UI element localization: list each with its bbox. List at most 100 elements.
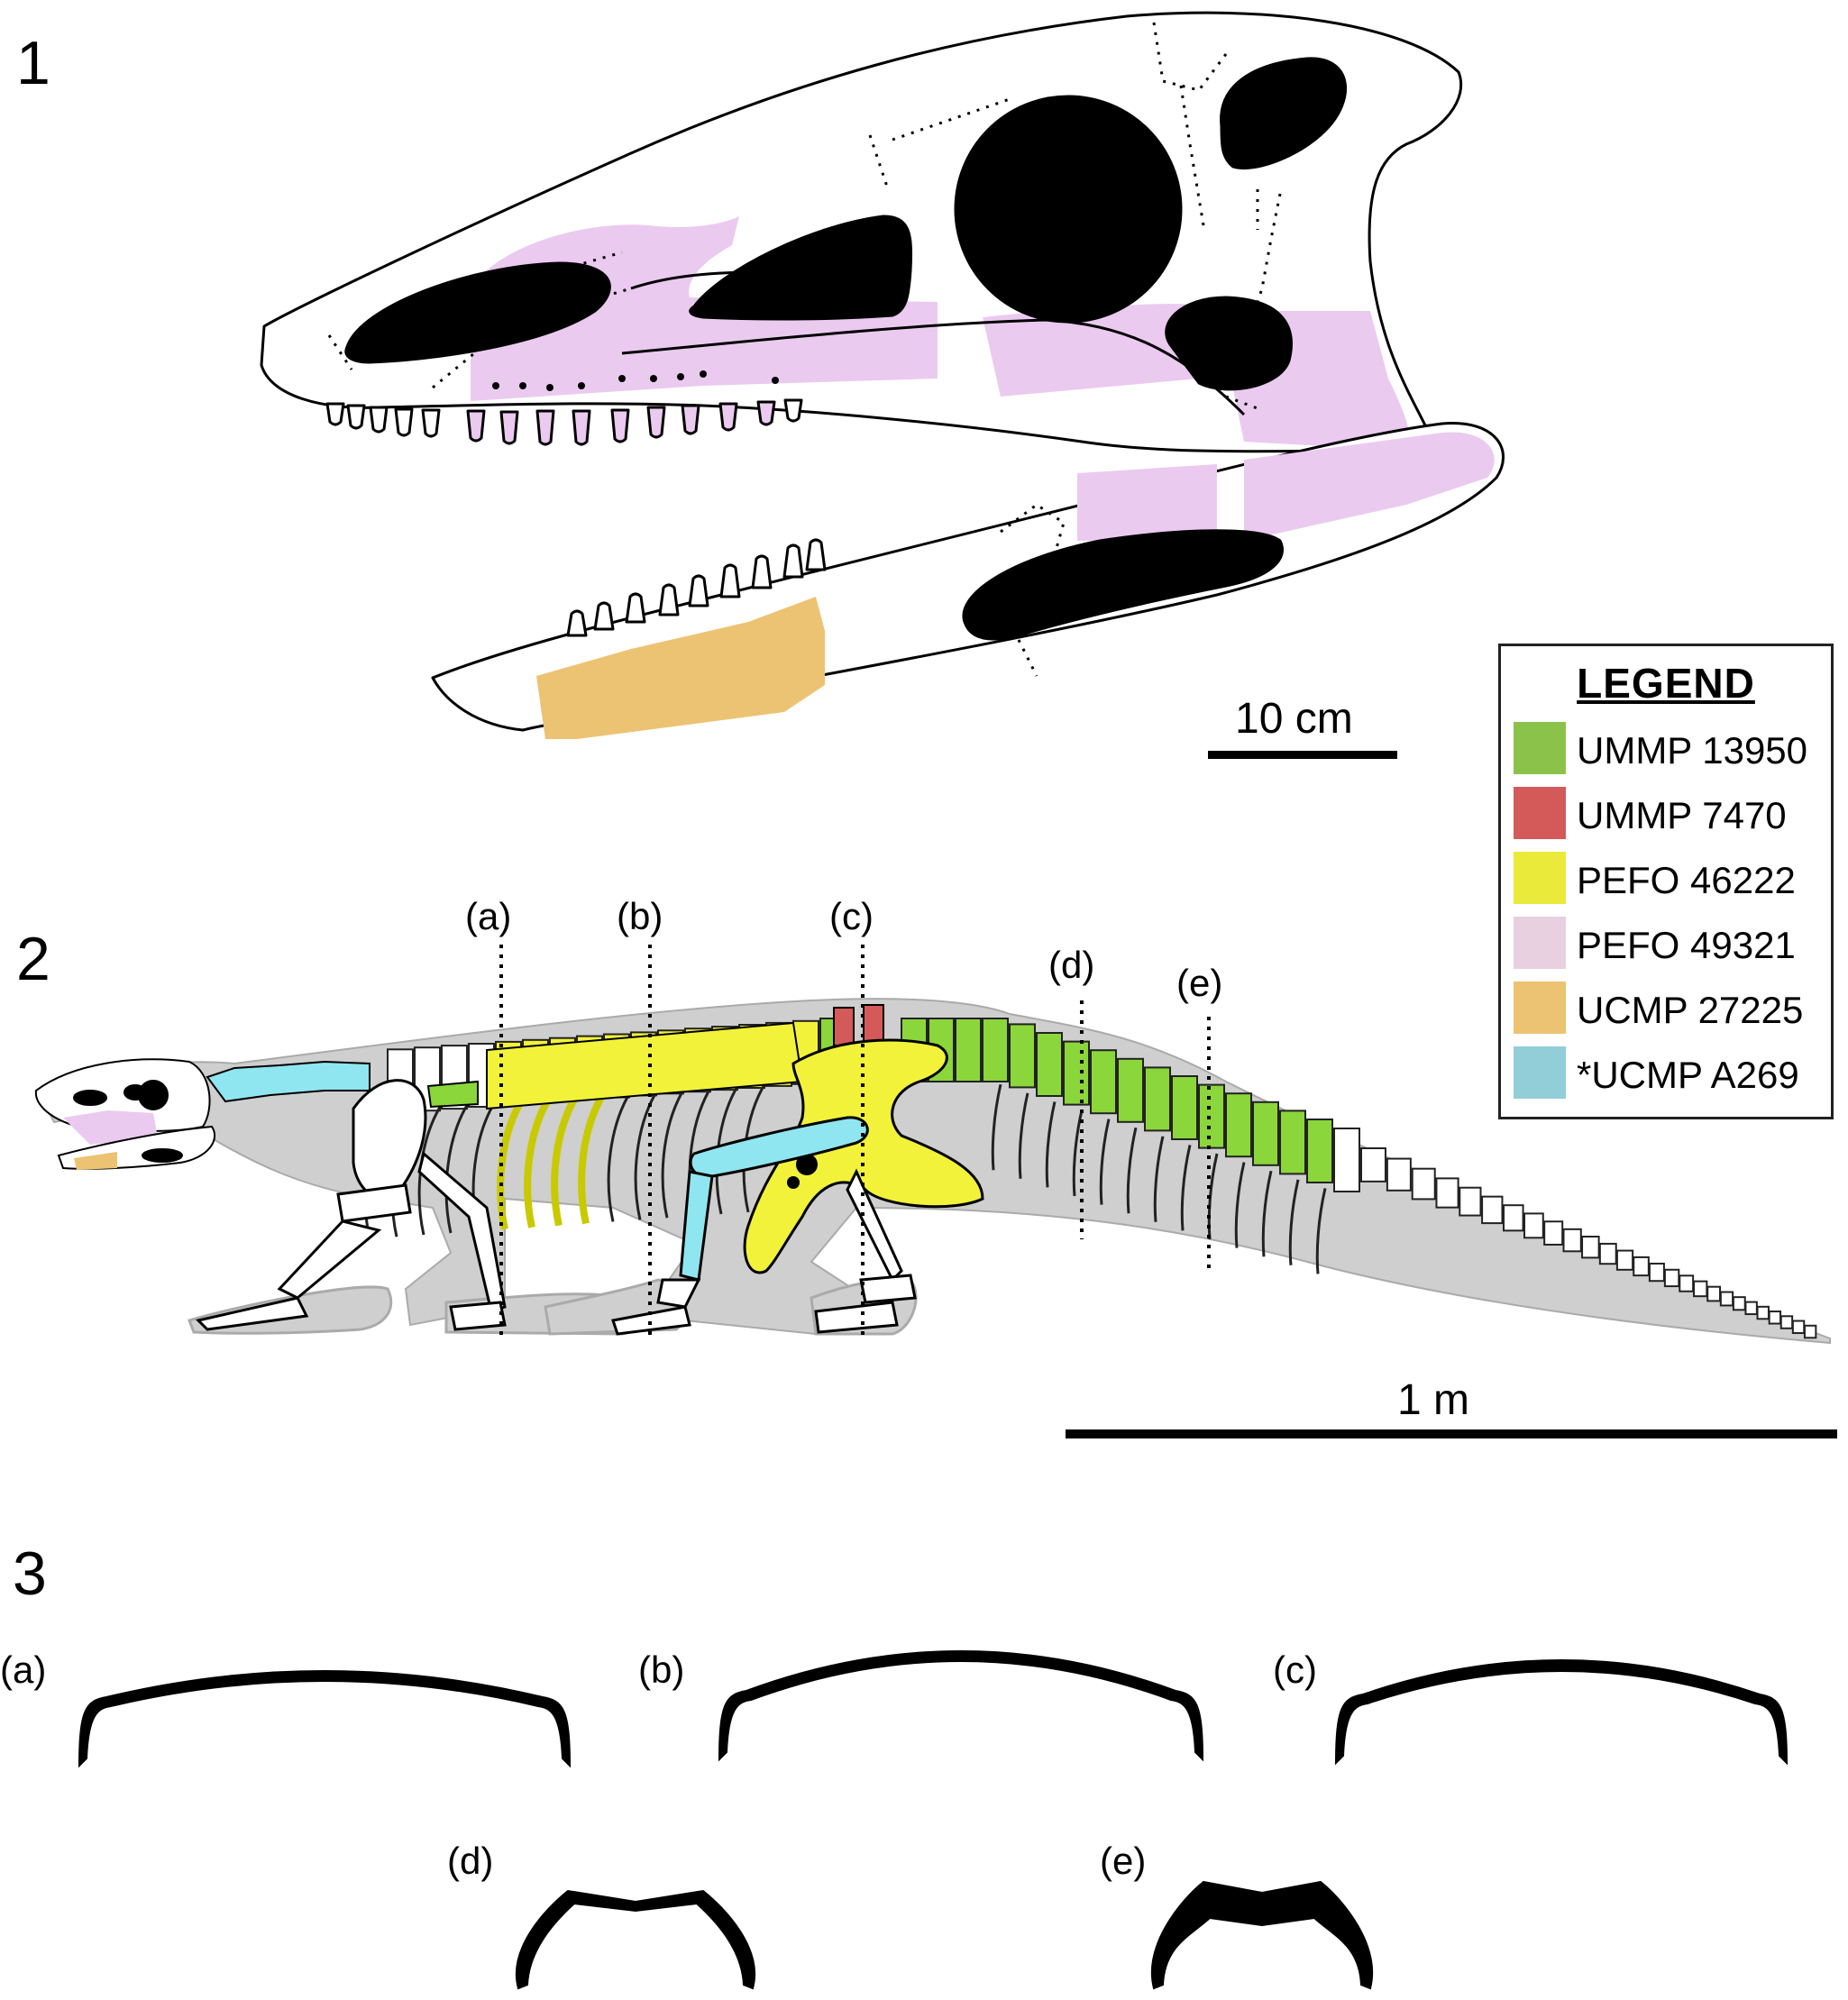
vertebra (1225, 1092, 1252, 1158)
vertebra (1090, 1049, 1117, 1115)
legend-label: UMMP 7470 (1577, 794, 1787, 836)
vertebra (1117, 1057, 1144, 1123)
chevron (1180, 1145, 1192, 1231)
caudal-vertebra (1648, 1262, 1665, 1283)
caudal-vertebra (1756, 1305, 1770, 1320)
caudal-vertebra (1386, 1157, 1412, 1192)
legend-item: *UCMP A269 (1514, 1045, 1829, 1100)
body-scale-label: 1 m (1397, 1376, 1470, 1424)
caudal-vertebra (1360, 1147, 1386, 1183)
upper-tooth (499, 410, 519, 445)
skull-scale-label: 10 cm (1235, 695, 1353, 743)
osteoderm-section (1151, 1880, 1373, 1990)
chevron (991, 1083, 1002, 1171)
lower-tooth (719, 563, 741, 598)
upper-teeth (325, 398, 803, 446)
body-scale-bar (1066, 1429, 1837, 1438)
vertebra (1333, 1128, 1360, 1192)
chevron (1099, 1119, 1111, 1205)
lower-tooth (782, 543, 804, 579)
section-label-c: (c) (1273, 1648, 1317, 1691)
legend-box: LEGEND UMMP 13950 UMMP 7470 PEFO 46222 P… (1498, 644, 1834, 1119)
rib (607, 1090, 633, 1222)
rib (661, 1086, 687, 1219)
hindlimb (611, 1168, 917, 1336)
section-lines (499, 945, 1211, 1338)
lower-teeth (566, 538, 827, 637)
upper-tooth (369, 406, 389, 434)
upper-tooth (681, 404, 700, 435)
legend-label: PEFO 49321 (1577, 924, 1796, 966)
upper-tooth (466, 409, 486, 443)
mandibular-fenestra (962, 529, 1284, 641)
caudal-vertebra (1481, 1195, 1504, 1225)
caudal-vertebra (1502, 1204, 1524, 1232)
panel-1-number: 1 (16, 29, 50, 97)
panel-2-number: 2 (16, 925, 50, 993)
chevron (1261, 1170, 1273, 1257)
foramina (492, 370, 779, 391)
legend-label: UMMP 13950 (1577, 729, 1808, 772)
chevron (1126, 1127, 1138, 1214)
legend-swatch (1514, 917, 1566, 969)
caudal-vertebra (1732, 1296, 1746, 1311)
lower-tooth (625, 592, 646, 624)
chevron (1018, 1092, 1029, 1179)
caudal-vertebra (1679, 1274, 1695, 1292)
forelimb (196, 1079, 507, 1331)
pink-surangular (1244, 432, 1495, 541)
section-label-d: (d) (447, 1840, 494, 1882)
caudal-vertebra (1706, 1285, 1722, 1302)
chevron (1207, 1153, 1219, 1240)
lower-tooth (751, 554, 773, 589)
upper-tooth (572, 409, 591, 446)
vertebra (1252, 1100, 1279, 1166)
upper-tooth (718, 402, 738, 432)
vertebra (1306, 1119, 1333, 1183)
caudal-vertebra (1663, 1268, 1680, 1288)
osteoderm-section (718, 1650, 1204, 1762)
small-skull (34, 1058, 216, 1170)
legend-item: PEFO 49321 (1514, 915, 1829, 971)
caudal-vertebra (1719, 1291, 1734, 1307)
caudal-vertebra (1803, 1324, 1817, 1339)
legend-swatch (1514, 1046, 1566, 1099)
section-label-b: (b) (638, 1648, 685, 1691)
caudal-vertebra (1598, 1242, 1617, 1265)
section-label-e: (e) (1100, 1840, 1147, 1882)
section-label-d-body: (d) (1048, 944, 1095, 986)
section-label-a: (a) (0, 1648, 47, 1691)
legend-item: PEFO 46222 (1514, 850, 1829, 906)
legend-title: LEGEND (1577, 660, 1755, 707)
chevron (1234, 1162, 1246, 1248)
skull-illustration (260, 11, 1505, 739)
caudal-vertebra (1779, 1315, 1794, 1329)
chevron (1045, 1101, 1057, 1188)
rib (524, 1094, 553, 1228)
panel-3-number: 3 (13, 1539, 47, 1608)
osteoderm-section (78, 1670, 572, 1768)
orbit (954, 95, 1183, 324)
legend-swatch (1514, 722, 1566, 774)
caudal-vertebra (1791, 1320, 1806, 1335)
caudal-vertebra (1768, 1311, 1782, 1325)
chevron (1072, 1110, 1084, 1197)
chevron (1315, 1188, 1327, 1274)
osteoderm-cross-sections (78, 1650, 1789, 1990)
infratemporal-fenestra (1165, 296, 1293, 391)
upper-tooth (783, 398, 803, 423)
supratemporal-fenestra (1220, 57, 1347, 170)
tan-dentary (536, 597, 825, 739)
upper-tooth (535, 409, 555, 446)
legend-item: UCMP 27225 (1514, 980, 1829, 1036)
vertebra (955, 1018, 982, 1082)
vertebra (982, 1018, 1009, 1082)
green-anterior-dorsal (426, 1080, 479, 1109)
lower-tooth (805, 538, 827, 571)
caudal-vertebra (1615, 1249, 1634, 1271)
upper-tooth (610, 408, 630, 443)
skull-scale-bar (1208, 751, 1397, 759)
upper-tooth (325, 402, 345, 426)
upper-tooth (394, 407, 414, 437)
upper-tooth (756, 400, 776, 426)
